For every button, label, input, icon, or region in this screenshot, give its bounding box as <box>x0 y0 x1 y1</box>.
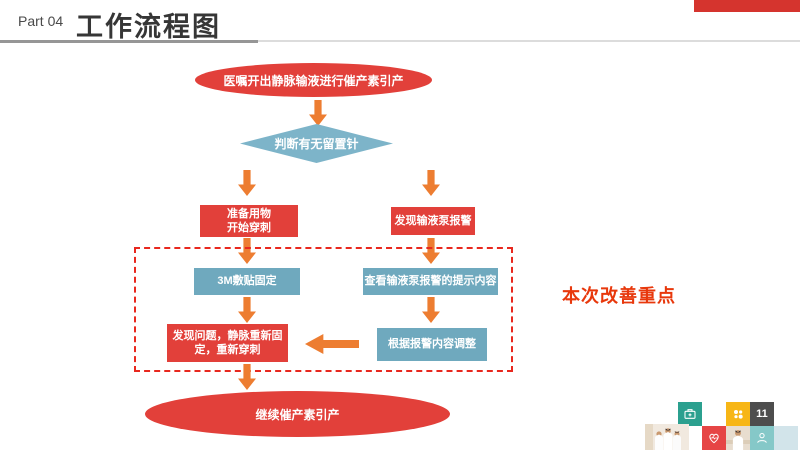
flow-step-prepare-label: 准备用物 开始穿刺 <box>227 207 271 234</box>
arrow-down-icon <box>238 170 256 196</box>
tile-heart <box>702 426 726 450</box>
flow-step-refix-label: 发现问题，静脉重新固定，重新穿刺 <box>172 329 283 356</box>
title-underline-light <box>258 40 800 42</box>
improvement-note: 本次改善重点 <box>562 286 676 306</box>
flow-step-adjust-label: 根据报警内容调整 <box>388 338 476 351</box>
improvement-focus-frame <box>134 247 513 372</box>
page-number: 11 <box>756 408 768 420</box>
flow-step-3m-fix: 3M敷贴固定 <box>194 268 300 295</box>
tile-pills <box>726 402 750 426</box>
flow-start-ellipse: 医嘱开出静脉输液进行催产素引产 <box>195 63 432 97</box>
arrow-down-icon <box>422 170 440 196</box>
flow-step-pump-alarm: 发现输液泵报警 <box>391 207 475 235</box>
flow-end-label: 继续催产素引产 <box>255 407 340 422</box>
heart-pulse-icon <box>706 430 722 446</box>
top-right-accent-bar <box>694 0 800 12</box>
flow-step-check-alarm-label: 查看输液泵报警的提示内容 <box>364 275 497 288</box>
page-title: 工作流程图 <box>76 12 221 42</box>
flow-end-ellipse: 继续催产素引产 <box>145 391 450 437</box>
tile-page-number: 11 <box>750 402 774 426</box>
flow-decision-diamond: 判断有无留置针 <box>240 124 393 163</box>
flow-start-label: 医嘱开出静脉输液进行催产素引产 <box>223 73 404 88</box>
flow-step-prepare: 准备用物 开始穿刺 <box>200 205 298 237</box>
flow-decision-label: 判断有无留置针 <box>274 137 359 151</box>
part-label: Part 04 <box>18 13 64 29</box>
photo-nurse <box>726 426 750 450</box>
flow-step-check-alarm: 查看输液泵报警的提示内容 <box>363 268 498 295</box>
tile-doctor <box>750 426 774 450</box>
title-underline-dark <box>0 40 258 43</box>
medical-kit-icon <box>682 406 698 422</box>
flow-step-refix: 发现问题，静脉重新固定，重新穿刺 <box>167 324 288 362</box>
arrow-down-icon <box>309 100 327 126</box>
flow-step-adjust: 根据报警内容调整 <box>377 328 487 361</box>
tile-medical-kit <box>678 402 702 426</box>
tile-blank <box>774 426 798 450</box>
flow-step-3m-fix-label: 3M敷贴固定 <box>217 275 277 288</box>
flow-step-pump-alarm-label: 发现输液泵报警 <box>394 214 472 227</box>
photo-medical-team <box>645 424 689 450</box>
doctor-icon <box>754 430 770 446</box>
pills-icon <box>730 406 746 422</box>
